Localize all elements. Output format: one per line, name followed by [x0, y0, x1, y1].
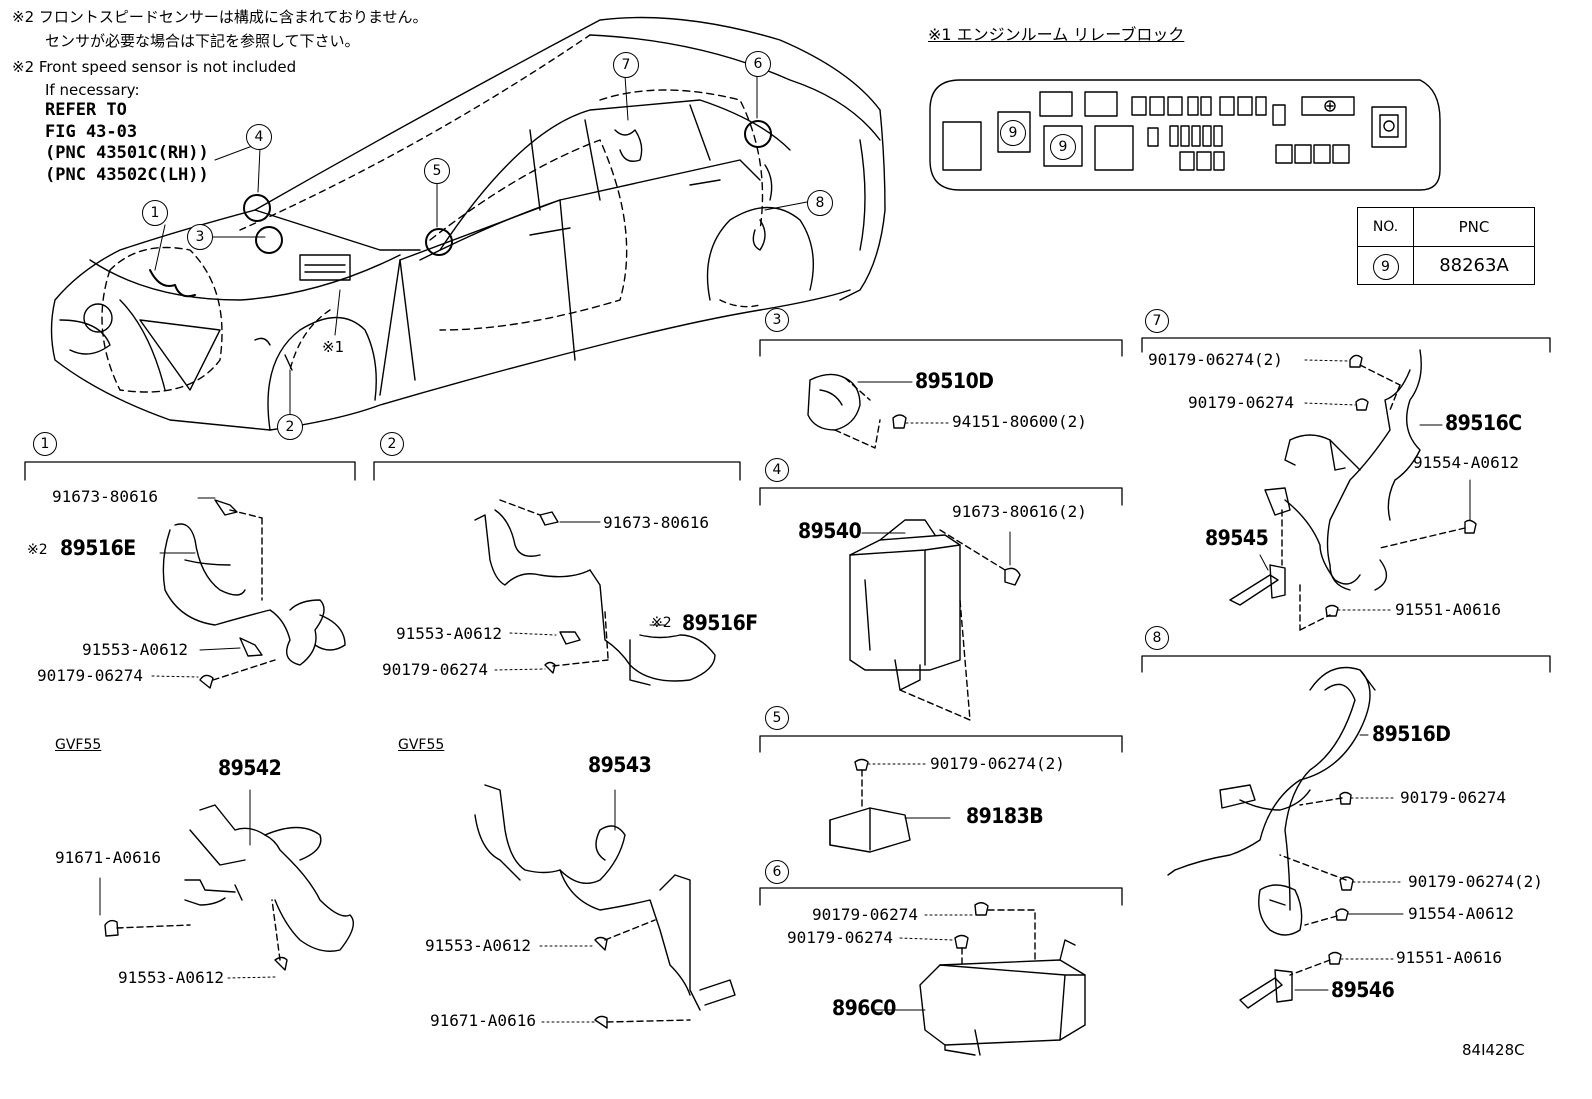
note-jp-line1: ※2 フロントスピードセンサーは構成に含まれておりません。 — [12, 8, 428, 26]
s6-part-90179-06274-a: 90179-06274 — [812, 905, 918, 924]
g2-part-89543: 89543 — [588, 753, 652, 777]
note-refer-to: REFER TO — [45, 100, 127, 120]
relay-block-title: ※1 エンジンルーム リレーブロック — [928, 25, 1185, 44]
s7-part-89516C: 89516C — [1445, 411, 1522, 435]
s8-part-90179-06274: 90179-06274 — [1400, 788, 1506, 807]
s2-part-90179-06274: 90179-06274 — [382, 660, 488, 679]
gvf55-label-left: GVF55 — [55, 737, 102, 753]
s6-part-896C0: 896C0 — [832, 996, 896, 1020]
note-pnc-rh: (PNC 43501C(RH)) — [45, 143, 209, 163]
section-3-number: 3 — [765, 308, 789, 332]
s1-part-89516E: 89516E — [60, 536, 136, 560]
s8-part-90179-06274-2: 90179-06274(2) — [1408, 872, 1543, 891]
s7-part-90179-06274: 90179-06274 — [1188, 393, 1294, 412]
pnc-table-row-no: 9 — [1357, 246, 1414, 285]
pnc-table-row-pnc: 88263A — [1413, 246, 1535, 285]
section-7-number: 7 — [1145, 309, 1169, 333]
note-fig-ref: FIG 43-03 — [45, 122, 138, 142]
gvf55-label-right: GVF55 — [398, 737, 445, 753]
location-marker-5 — [425, 228, 453, 256]
figure-code: 84I428C — [1462, 1041, 1525, 1059]
vehicle-outline-illustration — [50, 16, 886, 431]
relay-callout-9b: 9 — [1050, 134, 1076, 160]
section-5-number: 5 — [765, 706, 789, 730]
s2-part-note-mark: ※2 — [651, 615, 672, 631]
g1-part-89542: 89542 — [218, 756, 282, 780]
s1-part-90179-06274: 90179-06274 — [37, 666, 143, 685]
pnc-table-header-pnc: PNC — [1413, 207, 1535, 247]
s8-part-91554-A0612: 91554-A0612 — [1408, 904, 1514, 923]
note-en-line1: ※2 Front speed sensor is not included — [12, 58, 297, 76]
section-7-harness-illustration — [1229, 349, 1477, 631]
car-callout-1: 1 — [142, 200, 168, 226]
s4-part-91673-80616: 91673-80616(2) — [952, 502, 1087, 521]
note-jp-line2: センサが必要な場合は下記を参照して下さい。 — [45, 32, 360, 50]
car-callout-4: 4 — [246, 124, 272, 150]
s3-part-94151-80600: 94151-80600(2) — [952, 412, 1087, 431]
s3-part-89510D: 89510D — [915, 369, 994, 393]
section-3-sensor-illustration — [807, 373, 949, 449]
car-callout-2: 2 — [277, 414, 303, 440]
car-callout-3: 3 — [187, 224, 213, 250]
section-4-number: 4 — [765, 458, 789, 482]
s8-part-89516D: 89516D — [1372, 722, 1451, 746]
section-1-number: 1 — [33, 432, 57, 456]
s4-part-89540: 89540 — [798, 519, 862, 543]
s8-part-91551-A0616: 91551-A0616 — [1396, 948, 1502, 967]
section-4-module-illustration — [849, 519, 1021, 721]
note-pnc-lh: (PNC 43502C(LH)) — [45, 165, 209, 185]
car-callout-6: 6 — [745, 51, 771, 77]
s7-part-91554-A0612: 91554-A0612 — [1413, 453, 1519, 472]
section-6-number: 6 — [765, 860, 789, 884]
section-2-number: 2 — [380, 432, 404, 456]
g2-part-91671-A0616: 91671-A0616 — [430, 1011, 536, 1030]
location-marker-6 — [744, 120, 772, 148]
car-callout-8: 8 — [807, 190, 833, 216]
section-bracket-lines — [24, 337, 1551, 906]
car-callout-7: 7 — [613, 52, 639, 78]
s5-part-89183B: 89183B — [966, 804, 1044, 828]
s1-part-91673-80616: 91673-80616 — [52, 487, 158, 506]
section-8-harness-illustration — [1167, 666, 1404, 1009]
s7-part-90179-06274-2: 90179-06274(2) — [1148, 350, 1283, 369]
location-marker-3 — [255, 226, 283, 254]
section-8-number: 8 — [1145, 626, 1169, 650]
s2-part-91553-A0612: 91553-A0612 — [396, 624, 502, 643]
section-2-sensor-illustration — [474, 499, 716, 686]
g1-part-91553-A0612: 91553-A0612 — [118, 968, 224, 987]
s8-part-89546: 89546 — [1331, 978, 1395, 1002]
car-relay-mark: ※1 — [322, 338, 345, 356]
car-callout-5: 5 — [424, 158, 450, 184]
note-en-line2: If necessary: — [45, 81, 140, 99]
gvf55-89543-illustration — [474, 784, 736, 1029]
s2-part-89516F: 89516F — [682, 611, 758, 635]
pnc-table: NO. PNC 9 88263A — [1357, 207, 1535, 285]
s7-part-91551-A0616: 91551-A0616 — [1395, 600, 1501, 619]
g1-part-91671-A0616: 91671-A0616 — [55, 848, 161, 867]
section-5-sensor-illustration — [829, 758, 951, 853]
s1-part-note-mark: ※2 — [27, 542, 48, 558]
section-1-sensor-illustration — [151, 497, 346, 689]
s6-part-90179-06274-b: 90179-06274 — [787, 928, 893, 947]
g2-part-91553-A0612: 91553-A0612 — [425, 936, 531, 955]
relay-block-outline — [929, 79, 1441, 191]
s1-part-91553-A0612: 91553-A0612 — [82, 640, 188, 659]
s5-part-90179-06274: 90179-06274(2) — [930, 754, 1065, 773]
relay-callout-9a: 9 — [1000, 120, 1026, 146]
pnc-table-header-no: NO. — [1357, 207, 1414, 247]
s7-part-89545: 89545 — [1205, 526, 1269, 550]
s2-part-91673-80616: 91673-80616 — [603, 513, 709, 532]
section-6-ecu-illustration — [871, 902, 1086, 1056]
location-marker-4 — [243, 194, 271, 222]
gvf55-89542-illustration — [99, 789, 354, 979]
pnc-row-callout: 9 — [1372, 253, 1399, 280]
